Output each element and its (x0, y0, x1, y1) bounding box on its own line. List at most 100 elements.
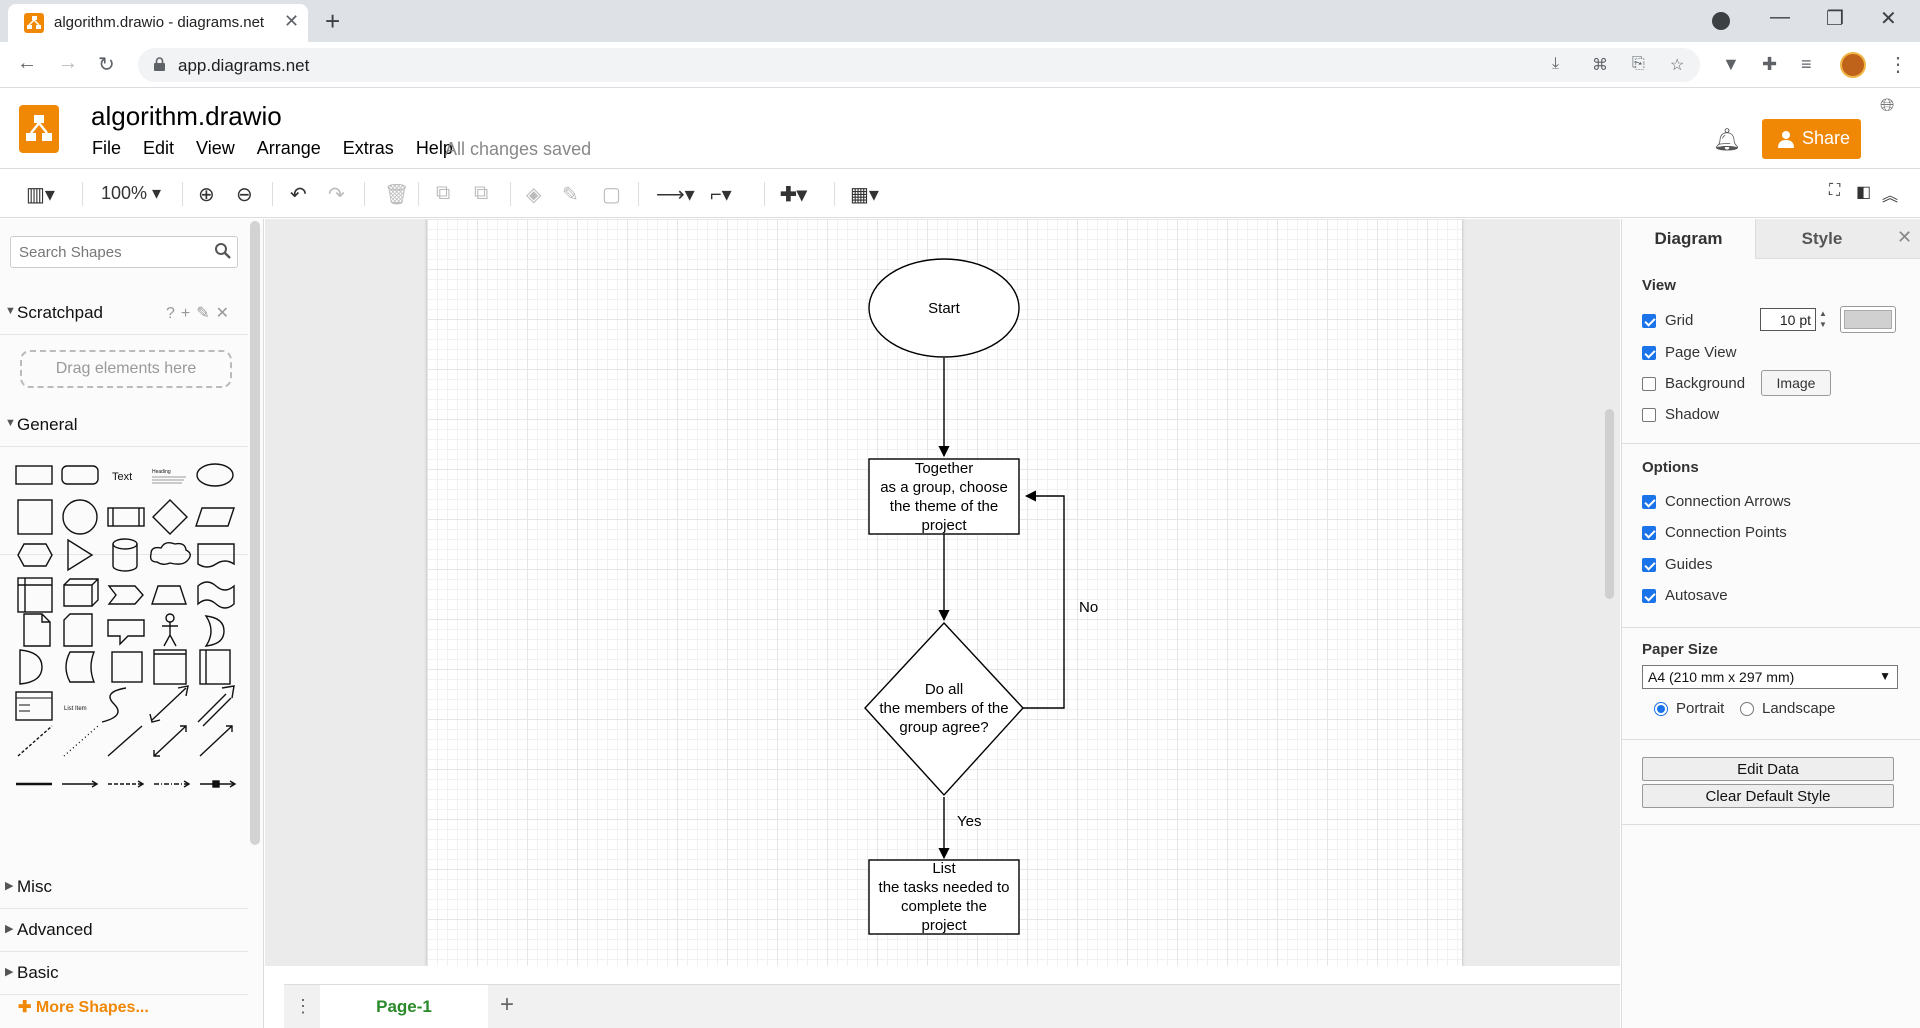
forward-icon[interactable]: → (58, 52, 78, 74)
landscape-option[interactable]: Landscape (1740, 700, 1835, 717)
connection-points-checkbox[interactable] (1642, 525, 1656, 540)
shape-process[interactable] (107, 507, 145, 527)
autosave-option[interactable]: Autosave (1642, 587, 1728, 604)
zoom-out-icon[interactable]: ⊖ (236, 184, 253, 206)
shape-link-arrow[interactable] (62, 780, 99, 788)
menu-file[interactable]: File (92, 138, 122, 158)
shape-parallelogram[interactable] (195, 507, 235, 527)
reload-icon[interactable]: ↻ (98, 54, 115, 76)
fullscreen-icon[interactable]: ⛶ (1829, 182, 1841, 199)
scratchpad-actions-icon[interactable]: ?+✎✕ (166, 305, 236, 322)
shape-bracket[interactable] (199, 649, 231, 685)
page-tab[interactable]: Page-1 (320, 985, 488, 1028)
share-page-icon[interactable]: ⎘ (1632, 55, 1645, 72)
landscape-radio[interactable] (1740, 701, 1754, 716)
menu-edit[interactable]: Edit (143, 138, 175, 158)
advanced-header[interactable]: ▶ Advanced (0, 908, 248, 952)
install-app-icon[interactable]: ⤓ (1552, 55, 1560, 72)
browser-tab[interactable]: algorithm.drawio - diagrams.net ✕ (8, 4, 308, 42)
menu-view[interactable]: View (196, 138, 235, 158)
insert-plus-icon[interactable]: ✚▾ (780, 184, 807, 206)
media-queue-icon[interactable]: ≡ (1801, 54, 1812, 74)
shape-actor[interactable] (162, 613, 178, 647)
canvas-vertical-scrollbar[interactable] (1605, 409, 1614, 599)
shape-rectangle-2[interactable] (111, 651, 143, 683)
portrait-radio[interactable] (1654, 701, 1668, 716)
minimize-icon[interactable]: — (1770, 6, 1790, 28)
translate-icon[interactable]: ⌘ (1592, 57, 1608, 74)
fill-color-icon[interactable]: ◈ (526, 184, 542, 206)
extension-vpn-icon[interactable]: ▼ (1722, 54, 1740, 74)
shape-arrow[interactable] (197, 685, 235, 727)
shape-trapezoid[interactable] (151, 585, 187, 605)
shape-rectangle[interactable] (15, 465, 53, 485)
grid-size-stepper-icon[interactable]: ▲▼ (1819, 309, 1827, 329)
drawio-logo-icon[interactable] (19, 105, 59, 153)
pages-menu-icon[interactable]: ⋮ (294, 996, 312, 1016)
scratchpad-drop-zone[interactable]: Drag elements here (20, 350, 232, 388)
shape-dash-dot-link[interactable] (154, 780, 191, 788)
shape-heading[interactable]: Heading (152, 469, 186, 484)
shape-line[interactable] (107, 725, 143, 757)
shape-cube[interactable] (63, 578, 99, 607)
portrait-option[interactable]: Portrait (1654, 700, 1724, 717)
shape-bidirectional-arrow[interactable] (149, 685, 189, 723)
tab-search-icon[interactable] (1712, 12, 1730, 30)
shape-directional-connector[interactable] (199, 725, 233, 757)
shape-card[interactable] (63, 613, 93, 647)
waypoints-icon[interactable]: ⌐▾ (710, 184, 732, 206)
background-image-button[interactable]: Image (1761, 370, 1831, 396)
shape-hexagon[interactable] (17, 543, 53, 567)
connection-arrows-checkbox[interactable] (1642, 494, 1656, 509)
guides-option[interactable]: Guides (1642, 556, 1713, 573)
zoom-in-icon[interactable]: ⊕ (198, 184, 215, 206)
shape-text[interactable]: Text (112, 471, 132, 483)
page-view-checkbox[interactable] (1642, 345, 1656, 360)
tab-close-icon[interactable]: ✕ (284, 11, 300, 31)
shape-tape[interactable] (197, 581, 235, 609)
line-color-icon[interactable]: ✎ (562, 184, 579, 206)
shape-internal-storage[interactable] (17, 577, 53, 613)
new-tab-icon[interactable]: + (325, 6, 341, 36)
redo-icon[interactable]: ↷ (328, 184, 345, 206)
search-shapes-input[interactable] (10, 236, 238, 268)
shape-list[interactable] (15, 691, 53, 721)
shape-box-link[interactable] (200, 780, 237, 788)
edge-decision-no-loop[interactable] (1023, 490, 1065, 709)
shape-bidirectional-connector[interactable] (153, 725, 187, 757)
more-shapes-button[interactable]: ✚ More Shapes... (18, 999, 149, 1016)
delete-icon[interactable]: 🗑︎ (384, 184, 410, 206)
to-back-icon[interactable]: ⧉ (474, 182, 489, 204)
shadow-option[interactable]: Shadow (1642, 406, 1719, 423)
shape-frame[interactable] (153, 649, 187, 685)
edge-label-yes[interactable]: Yes (957, 813, 981, 830)
shape-cloud[interactable] (149, 541, 191, 565)
menu-help[interactable]: Help (415, 138, 453, 158)
window-close-icon[interactable]: ✕ (1880, 8, 1897, 30)
collapse-header-icon[interactable]: ︽ (1882, 188, 1899, 205)
shape-document[interactable] (197, 543, 235, 568)
background-checkbox[interactable] (1642, 376, 1656, 391)
chrome-menu-icon[interactable]: ⋮ (1888, 54, 1908, 76)
shape-delay[interactable] (19, 649, 43, 685)
close-panel-icon[interactable]: ✕ (1888, 219, 1920, 259)
paper-size-select[interactable]: A4 (210 mm x 297 mm) ▼ (1642, 665, 1898, 689)
shadow-checkbox[interactable] (1642, 407, 1656, 422)
sidebar-scrollbar[interactable] (250, 221, 260, 845)
misc-header[interactable]: ▶ Misc (0, 865, 248, 909)
share-button[interactable]: Share (1762, 119, 1861, 159)
add-page-icon[interactable]: + (500, 991, 515, 1018)
shape-or[interactable] (204, 615, 225, 647)
node-start[interactable]: Start (868, 258, 1020, 358)
save-status[interactable]: All changes saved (445, 139, 592, 159)
page-view-option[interactable]: Page View (1642, 344, 1736, 361)
menu-extras[interactable]: Extras (342, 138, 394, 158)
edit-data-button[interactable]: Edit Data (1642, 757, 1894, 781)
scratchpad-header[interactable]: ▼ Scratchpad ?+✎✕ (0, 291, 248, 335)
shape-ellipse[interactable] (196, 463, 234, 487)
shape-rounded-rectangle[interactable] (61, 465, 99, 485)
autosave-checkbox[interactable] (1642, 588, 1656, 603)
node-list-tasks[interactable]: List the tasks needed to complete the pr… (868, 859, 1020, 935)
menu-arrange[interactable]: Arrange (256, 138, 321, 158)
extensions-puzzle-icon[interactable]: ✚ (1762, 54, 1778, 74)
